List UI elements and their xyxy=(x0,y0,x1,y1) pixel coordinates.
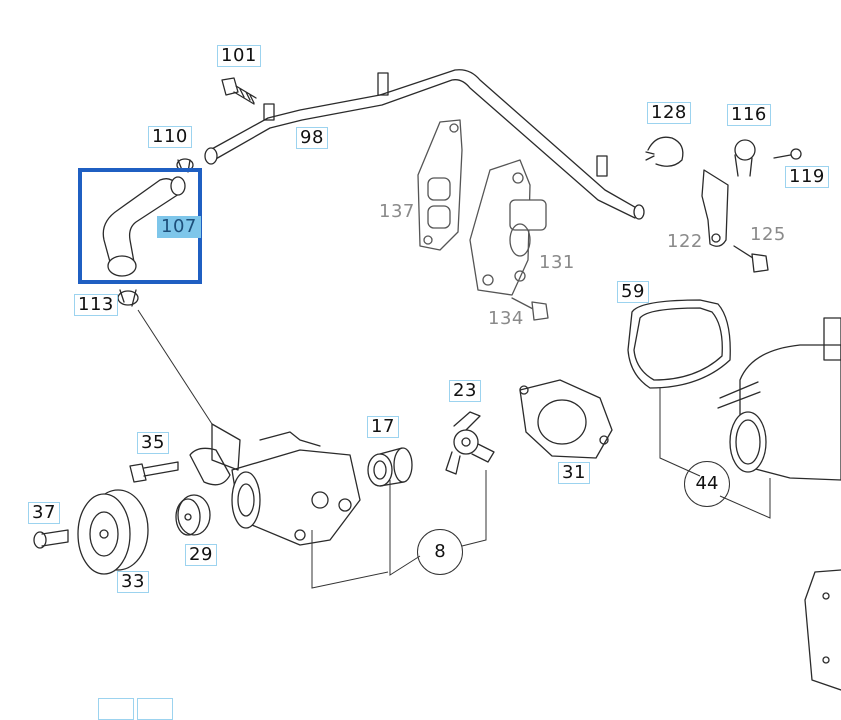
label-119[interactable]: 119 xyxy=(785,166,829,188)
bolt-37[interactable] xyxy=(33,529,69,549)
label-101[interactable]: 101 xyxy=(217,45,261,67)
bolt-35[interactable] xyxy=(129,461,179,483)
label-33[interactable]: 33 xyxy=(117,571,149,593)
bolt-125[interactable] xyxy=(733,245,769,273)
label-17[interactable]: 17 xyxy=(367,416,399,438)
parts-diagram: 101 98 110 107 113 137 131 134 128 116 1… xyxy=(28,45,841,720)
label-134[interactable]: 134 xyxy=(488,308,524,329)
label-29[interactable]: 29 xyxy=(185,544,217,566)
label-137[interactable]: 137 xyxy=(379,201,415,222)
hose-107[interactable] xyxy=(102,176,186,277)
cover-edge[interactable] xyxy=(804,569,841,691)
diagram-drawing xyxy=(33,69,841,691)
label-110[interactable]: 110 xyxy=(148,126,192,148)
bolt-119[interactable] xyxy=(773,148,802,160)
label-98[interactable]: 98 xyxy=(296,127,328,149)
label-122[interactable]: 122 xyxy=(667,231,703,252)
label-35[interactable]: 35 xyxy=(137,432,169,454)
housing-131[interactable] xyxy=(469,159,547,296)
label-125[interactable]: 125 xyxy=(750,224,786,245)
gasket-59[interactable] xyxy=(627,299,731,389)
bolt-134[interactable] xyxy=(511,297,549,321)
label-8[interactable]: 8 xyxy=(417,529,463,575)
label-113[interactable]: 113 xyxy=(74,294,118,316)
gasket-137[interactable] xyxy=(417,119,463,251)
label-59[interactable]: 59 xyxy=(617,281,649,303)
clamp-116[interactable] xyxy=(734,139,756,177)
gasket-31[interactable] xyxy=(519,379,613,459)
pulley-33[interactable] xyxy=(77,489,149,575)
clamp-113[interactable] xyxy=(117,289,139,307)
label-116[interactable]: 116 xyxy=(727,104,771,126)
label-stub-right xyxy=(137,698,173,720)
label-107[interactable]: 107 xyxy=(157,216,201,238)
label-23[interactable]: 23 xyxy=(449,380,481,402)
label-131[interactable]: 131 xyxy=(539,252,575,273)
flange-29[interactable] xyxy=(175,494,211,536)
seal-17[interactable] xyxy=(367,447,413,487)
water-pump-body[interactable] xyxy=(189,423,361,546)
label-stub-left xyxy=(98,698,134,720)
bolt-101[interactable] xyxy=(221,77,257,105)
impeller-23[interactable] xyxy=(445,411,495,475)
label-44[interactable]: 44 xyxy=(684,461,730,507)
bracket-122[interactable] xyxy=(701,169,729,247)
label-31[interactable]: 31 xyxy=(558,462,590,484)
pipe-98[interactable] xyxy=(204,69,645,220)
label-37[interactable]: 37 xyxy=(28,502,60,524)
clip-128[interactable] xyxy=(645,136,684,167)
label-128[interactable]: 128 xyxy=(647,102,691,124)
housing-44[interactable] xyxy=(717,317,841,481)
